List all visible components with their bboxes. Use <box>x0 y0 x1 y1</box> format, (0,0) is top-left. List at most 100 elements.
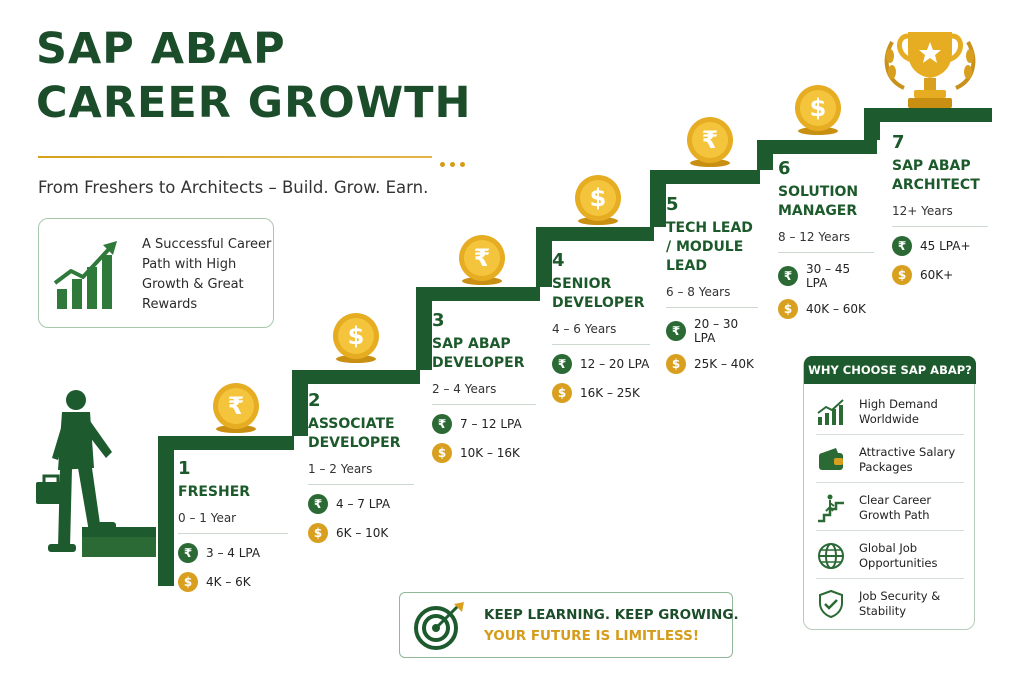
dollar-coin-icon: $ <box>575 175 621 225</box>
businessman-climbing-icon <box>36 390 116 552</box>
coin-symbol: $ <box>810 94 827 122</box>
why-label: Clear Career Growth Path <box>859 492 932 522</box>
step-number: 7 <box>892 132 905 153</box>
starting-step <box>82 527 156 557</box>
salary-inr: ₹45 LPA+ <box>892 236 988 256</box>
salary-inr-value: 20 – 30 LPA <box>694 317 739 345</box>
why-label: Global Job Opportunities <box>859 540 938 570</box>
rupee-icon: ₹ <box>308 494 328 514</box>
growth-bar-chart-icon <box>53 241 117 309</box>
subtitle: From Freshers to Architects – Build. Gro… <box>38 178 429 197</box>
title-line-1: SAP ABAP <box>36 24 286 74</box>
step-number: 5 <box>666 194 679 215</box>
rupee-coin-icon: ₹ <box>213 383 259 433</box>
target-arrow-icon <box>414 602 464 650</box>
career-step-4: 4 SENIOR DEVELOPER 4 – 6 Years ₹12 – 20 … <box>552 250 650 403</box>
salary-inr: ₹4 – 7 LPA <box>308 494 414 514</box>
salary-usd-value: 60K+ <box>920 268 954 282</box>
coin-symbol: $ <box>348 322 365 350</box>
salary-inr-value: 4 – 7 LPA <box>336 497 391 511</box>
salary-inr: ₹3 – 4 LPA <box>178 543 288 563</box>
why-label: Attractive Salary Packages <box>859 444 956 474</box>
salary-usd: $25K – 40K <box>666 354 758 374</box>
salary-usd-value: 25K – 40K <box>694 357 754 371</box>
career-step-6: 6 SOLUTION MANAGER 8 – 12 Years ₹30 – 45… <box>778 158 874 319</box>
page-title: SAP ABAP CAREER GROWTH <box>36 22 506 130</box>
why-item-salary: Attractive Salary Packages <box>816 437 964 483</box>
why-item-security: Job Security & Stability <box>816 581 964 627</box>
salary-inr-value: 45 LPA+ <box>920 239 971 253</box>
step-number: 1 <box>178 458 191 479</box>
dollar-icon: $ <box>666 354 686 374</box>
coin-symbol: $ <box>590 184 607 212</box>
step-years: 2 – 4 Years <box>432 382 536 405</box>
dollar-icon: $ <box>778 299 798 319</box>
step-number: 4 <box>552 250 565 271</box>
why-choose-header: WHY CHOOSE SAP ABAP? <box>804 356 976 384</box>
salary-inr: ₹12 – 20 LPA <box>552 354 650 374</box>
trophy-icon <box>884 32 976 108</box>
why-item-path: Clear Career Growth Path <box>816 485 964 531</box>
salary-inr-value: 3 – 4 LPA <box>206 546 261 560</box>
step-role: SAP ABAP DEVELOPER <box>432 336 525 371</box>
rupee-icon: ₹ <box>552 354 572 374</box>
salary-usd-value: 4K – 6K <box>206 575 251 589</box>
salary-inr: ₹7 – 12 LPA <box>432 414 536 434</box>
rupee-icon: ₹ <box>178 543 198 563</box>
rupee-icon: ₹ <box>892 236 912 256</box>
step-years: 12+ Years <box>892 204 988 227</box>
step-years: 4 – 6 Years <box>552 322 650 345</box>
coin-symbol: ₹ <box>228 392 245 420</box>
dollar-icon: $ <box>552 383 572 403</box>
salary-usd-value: 40K – 60K <box>806 302 866 316</box>
promo-text: A Successful Career Path with High Growt… <box>142 237 272 312</box>
step-number: 6 <box>778 158 791 179</box>
why-item-demand: High Demand Worldwide <box>816 389 964 435</box>
salary-usd-value: 10K – 16K <box>460 446 520 460</box>
step-role: ASSOCIATE DEVELOPER <box>308 416 401 451</box>
dollar-coin-icon: $ <box>333 313 379 363</box>
salary-usd: $6K – 10K <box>308 523 414 543</box>
salary-usd: $4K – 6K <box>178 572 288 592</box>
rupee-icon: ₹ <box>666 321 686 341</box>
coin-symbol: ₹ <box>702 126 719 154</box>
title-divider <box>38 156 432 158</box>
why-label: High Demand Worldwide <box>859 396 938 426</box>
dollar-icon: $ <box>432 443 452 463</box>
salary-inr: ₹30 – 45 LPA <box>778 262 874 290</box>
salary-usd: $10K – 16K <box>432 443 536 463</box>
step-years: 1 – 2 Years <box>308 462 414 485</box>
why-item-global: Global Job Opportunities <box>816 533 964 579</box>
salary-usd-value: 6K – 10K <box>336 526 389 540</box>
salary-usd: $60K+ <box>892 265 988 285</box>
step-role: TECH LEAD / MODULE LEAD <box>666 220 753 274</box>
salary-usd: $16K – 25K <box>552 383 650 403</box>
step-years: 6 – 8 Years <box>666 285 758 308</box>
dollar-icon: $ <box>892 265 912 285</box>
step-years: 8 – 12 Years <box>778 230 874 253</box>
salary-inr-value: 12 – 20 LPA <box>580 357 650 371</box>
salary-usd: $40K – 60K <box>778 299 874 319</box>
step-role: SOLUTION MANAGER <box>778 184 859 219</box>
career-step-2: 2 ASSOCIATE DEVELOPER 1 – 2 Years ₹4 – 7… <box>308 390 414 543</box>
salary-inr: ₹20 – 30 LPA <box>666 317 758 345</box>
motto-line-2: YOUR FUTURE IS LIMITLESS! <box>484 628 700 644</box>
salary-usd-value: 16K – 25K <box>580 386 640 400</box>
salary-inr-value: 30 – 45 LPA <box>806 262 851 290</box>
step-years: 0 – 1 Year <box>178 511 288 534</box>
motto-banner: KEEP LEARNING. KEEP GROWING. YOUR FUTURE… <box>399 592 739 658</box>
trend-up-icon <box>817 398 844 425</box>
dollar-coin-icon: $ <box>795 85 841 135</box>
rupee-coin-icon: ₹ <box>459 235 505 285</box>
title-dots <box>440 152 474 167</box>
dollar-icon: $ <box>178 572 198 592</box>
why-label: Job Security & Stability <box>859 589 941 618</box>
step-number: 2 <box>308 390 321 411</box>
motto-line-1: KEEP LEARNING. KEEP GROWING. <box>484 607 739 623</box>
promo-card: A Successful Career Path with High Growt… <box>38 218 274 328</box>
step-role: FRESHER <box>178 484 251 500</box>
career-step-1: 1 FRESHER 0 – 1 Year ₹3 – 4 LPA $4K – 6K <box>178 458 288 592</box>
career-step-7: 7 SAP ABAP ARCHITECT 12+ Years ₹45 LPA+ … <box>892 132 988 285</box>
dollar-icon: $ <box>308 523 328 543</box>
stairs-climber-icon <box>818 494 844 522</box>
